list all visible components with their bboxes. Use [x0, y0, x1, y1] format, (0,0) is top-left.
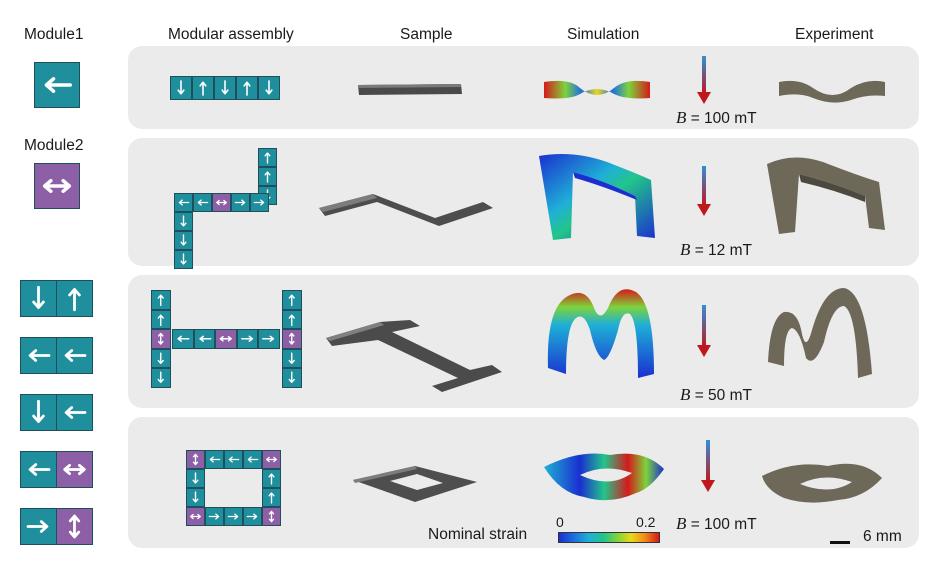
- magnetic-field-arrow-row1: [697, 56, 711, 104]
- assembly-row2-cell: [231, 193, 250, 212]
- assembly-row3-cell: [151, 290, 171, 310]
- assembly-row4-cell: [205, 450, 224, 469]
- assembly-row2-cell: [174, 193, 193, 212]
- assembly-row4-cell: [186, 507, 205, 526]
- simulation-header: Simulation: [567, 26, 640, 43]
- experiment-row3: [768, 288, 872, 378]
- experiment-row4: [762, 463, 882, 503]
- simulation-row3: [547, 289, 654, 378]
- assembly-row3-cell: [236, 329, 258, 349]
- sample-row2: [319, 194, 493, 226]
- assembly-row4-cell: [186, 450, 205, 469]
- assembly-row2-cell: [174, 212, 193, 231]
- module-pair-3-right: [56, 394, 93, 431]
- assembly-row1-cell: [258, 76, 280, 100]
- module-pair-2-left: [20, 337, 57, 374]
- assembly-row3-cell: [282, 290, 302, 310]
- assembly-row2-cell: [174, 231, 193, 250]
- assembly-row3-cell: [193, 329, 215, 349]
- magnetic-field-arrow-row2: [697, 166, 711, 216]
- field-label-row3: B = 50 mT: [680, 385, 752, 404]
- assembly-row4-cell: [186, 488, 205, 507]
- magnetic-field-arrow-row3: [697, 305, 711, 357]
- assembly-row4-cell: [205, 507, 224, 526]
- assembly-row4-cell: [262, 507, 281, 526]
- simulation-row1: [544, 80, 650, 99]
- sample-row3: [326, 320, 502, 392]
- module2-header: Module2: [24, 137, 84, 154]
- assembly-row3-cell: [151, 309, 171, 329]
- experiment-row1: [779, 80, 885, 103]
- assembly-row2-cell: [258, 167, 277, 186]
- assembly-row4-cell: [224, 450, 243, 469]
- simulation-row2: [539, 154, 655, 240]
- module2-cell: [34, 163, 80, 209]
- assembly-row3-cell: [282, 348, 302, 368]
- assembly-row3-cell: [215, 329, 237, 349]
- assembly-row3-cell: [282, 368, 302, 388]
- assembly-row3-cell: [151, 368, 171, 388]
- field-label-row1: B = 100 mT: [676, 108, 757, 127]
- assembly-row2-cell: [250, 193, 269, 212]
- assembly-row4-cell: [243, 507, 262, 526]
- module-pair-1-left: [20, 280, 57, 317]
- assembly-row4-cell: [262, 450, 281, 469]
- assembly-row3-cell: [172, 329, 194, 349]
- assembly-row4-cell: [224, 507, 243, 526]
- assembly-row3-cell: [151, 348, 171, 368]
- assembly-row2-cell: [212, 193, 231, 212]
- sample-header: Sample: [400, 26, 453, 43]
- module-pair-3-left: [20, 394, 57, 431]
- assembly-row2-cell: [258, 148, 277, 167]
- module-pair-1-right: [56, 280, 93, 317]
- assembly-row1-cell: [170, 76, 192, 100]
- modular-assembly-header: Modular assembly: [168, 26, 294, 43]
- colorbar-min-label: 0: [556, 514, 564, 530]
- simulation-row4: [544, 453, 664, 501]
- assembly-row3-cell: [282, 309, 302, 329]
- assembly-row2-cell: [174, 250, 193, 269]
- module1-header: Module1: [24, 26, 84, 43]
- assembly-row4-cell: [262, 469, 281, 488]
- experiment-header: Experiment: [795, 26, 874, 43]
- module-pair-4-right: [56, 451, 93, 488]
- assembly-row4-cell: [243, 450, 262, 469]
- sample-row1: [358, 84, 462, 95]
- magnetic-field-arrow-row4: [701, 440, 715, 492]
- assembly-row3-cell: [282, 329, 302, 349]
- module-pair-5-left: [20, 508, 57, 545]
- assembly-row3-cell: [151, 329, 171, 349]
- sample-row4: [353, 466, 477, 502]
- assembly-row3-cell: [258, 329, 280, 349]
- assembly-row4-cell: [186, 469, 205, 488]
- assembly-row4-cell: [262, 488, 281, 507]
- scale-bar-label: 6 mm: [863, 528, 902, 545]
- scale-bar: [830, 541, 850, 544]
- strain-colorbar: [558, 532, 660, 543]
- colorbar-max-label: 0.2: [636, 514, 656, 530]
- assembly-row1-cell: [192, 76, 214, 100]
- experiment-row2: [767, 157, 885, 234]
- assembly-row1-cell: [214, 76, 236, 100]
- field-label-row4: B = 100 mT: [676, 514, 757, 533]
- assembly-row1-cell: [236, 76, 258, 100]
- assembly-row2-cell: [193, 193, 212, 212]
- module-pair-2-right: [56, 337, 93, 374]
- module1-cell: [34, 62, 80, 108]
- module-pair-5-right: [56, 508, 93, 545]
- nominal-strain-label: Nominal strain: [428, 526, 528, 543]
- field-label-row2: B = 12 mT: [680, 240, 752, 259]
